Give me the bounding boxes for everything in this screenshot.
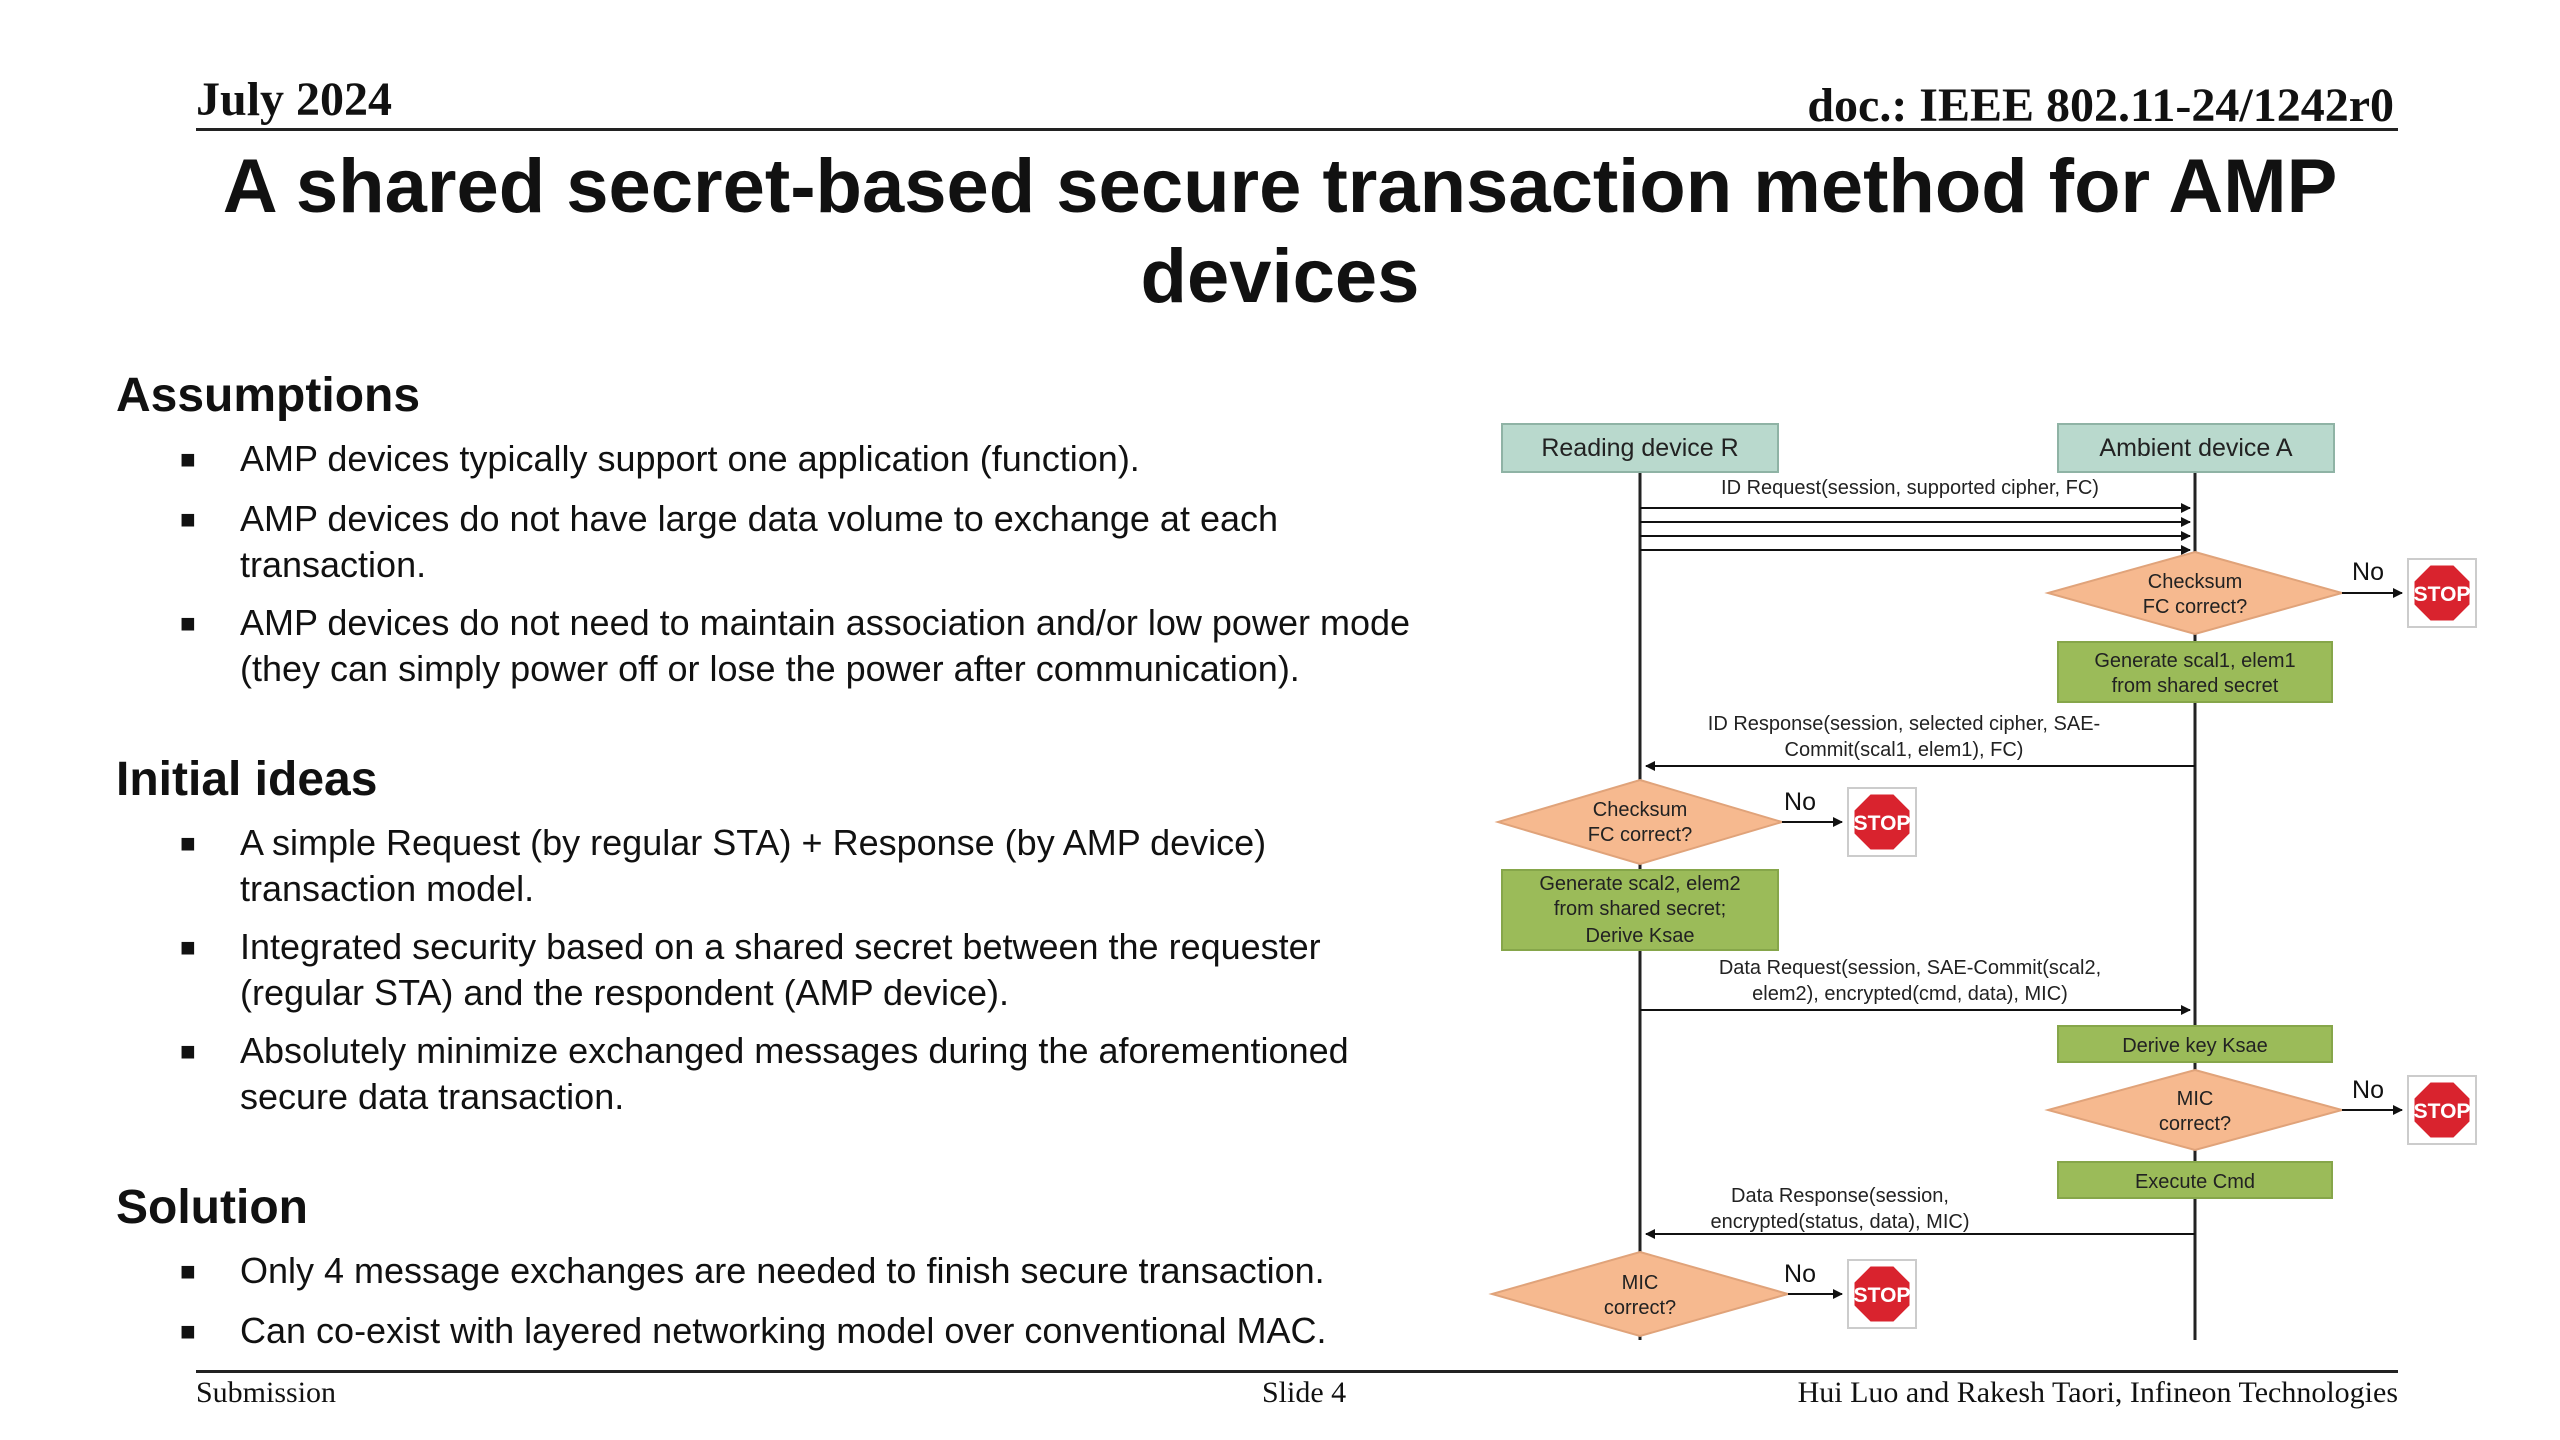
execute-cmd-box: Execute Cmd [2057, 1161, 2333, 1199]
bullet-text: Absolutely minimize exchanged messages d… [240, 1030, 1349, 1117]
footer-authors: Hui Luo and Rakesh Taori, Infineon Techn… [1797, 1376, 2398, 1409]
header-divider [196, 128, 2398, 131]
footer-divider [196, 1370, 2398, 1373]
svg-text:FC correct?: FC correct? [2143, 596, 2247, 618]
bullet-text: Can co-exist with layered networking mod… [240, 1310, 1327, 1351]
svg-text:Checksum: Checksum [1593, 799, 1687, 821]
section-heading-solution: Solution [116, 1181, 308, 1234]
svg-text:STOP: STOP [1854, 1284, 1911, 1307]
bullet-text: AMP devices typically support one applic… [240, 438, 1140, 479]
svg-text:Generate scal2, elem2: Generate scal2, elem2 [1539, 873, 1740, 895]
bullet-icon: ■ [180, 504, 196, 534]
ambient-device-label: Ambient device A [2099, 434, 2292, 462]
svg-text:Derive Ksae: Derive Ksae [1586, 925, 1695, 947]
reader-device-box: Reading device R [1501, 423, 1779, 473]
svg-text:STOP: STOP [1854, 812, 1911, 835]
msg-id-response-label: Commit(scal1, elem1), FC) [1785, 739, 2024, 761]
svg-text:MIC: MIC [1622, 1272, 1659, 1294]
bullet-icon: ■ [180, 828, 196, 858]
header-doc-id: doc.: IEEE 802.11-24/1242r0 [1807, 79, 2394, 132]
generate-scal1-box: Generate scal1, elem1 from shared secret [2057, 641, 2333, 703]
svg-text:Checksum: Checksum [2148, 571, 2242, 593]
bullet-text: Integrated security based on a shared se… [240, 926, 1321, 1013]
svg-text:correct?: correct? [2159, 1113, 2231, 1135]
checksum-decision-reader: Checksum FC correct? [1494, 778, 1786, 866]
svg-text:MIC: MIC [2177, 1088, 2214, 1110]
svg-text:Derive key Ksae: Derive key Ksae [2122, 1035, 2268, 1057]
checksum-decision-ambient: Checksum FC correct? [2044, 550, 2346, 636]
no-label: No [2352, 558, 2384, 586]
svg-text:STOP: STOP [2414, 1100, 2471, 1123]
footer-slide-number: Slide 4 [1262, 1376, 1347, 1409]
msg-data-response-label: Data Response(session, [1731, 1185, 1949, 1207]
svg-text:from shared secret: from shared secret [2112, 675, 2279, 697]
stop-sign-icon: STOP [2406, 557, 2478, 629]
no-label: No [2352, 1076, 2384, 1104]
bullet-icon: ■ [180, 608, 196, 638]
svg-text:Execute Cmd: Execute Cmd [2135, 1171, 2255, 1193]
footer-submission: Submission [196, 1376, 337, 1409]
bullet-text: AMP devices do not have large data volum… [240, 498, 1279, 585]
mic-decision-ambient: MIC correct? [2044, 1068, 2346, 1152]
reader-device-label: Reading device R [1541, 434, 1738, 462]
stop-sign-icon: STOP [2406, 1074, 2478, 1146]
bullet-icon: ■ [180, 1316, 196, 1346]
no-label: No [1784, 1260, 1816, 1288]
svg-text:Generate scal1, elem1: Generate scal1, elem1 [2094, 650, 2295, 672]
msg-data-request-label: Data Request(session, SAE-Commit(scal2, [1719, 957, 2101, 979]
stop-sign-icon: STOP [1846, 786, 1918, 858]
svg-text:STOP: STOP [2414, 583, 2471, 606]
bullet-icon: ■ [180, 1036, 196, 1066]
sequence-diagram: Reading device R Ambient device A ID Req… [1488, 423, 2478, 1340]
msg-id-response-label: ID Response(session, selected cipher, SA… [1708, 713, 2100, 735]
svg-text:from shared secret;: from shared secret; [1554, 898, 1726, 920]
derive-key-box: Derive key Ksae [2057, 1025, 2333, 1063]
header-date: July 2024 [196, 73, 393, 126]
ambient-device-box: Ambient device A [2057, 423, 2335, 473]
bullet-icon: ■ [180, 932, 196, 962]
bullet-icon: ■ [180, 1256, 196, 1286]
msg-id-request-label: ID Request(session, supported cipher, FC… [1721, 477, 2099, 499]
section-heading-assumptions: Assumptions [116, 369, 421, 422]
no-label: No [1784, 788, 1816, 816]
bullet-text: AMP devices do not need to maintain asso… [240, 602, 1411, 689]
bullet-text: Only 4 message exchanges are needed to f… [240, 1250, 1325, 1291]
generate-scal2-box: Generate scal2, elem2 from shared secret… [1501, 869, 1779, 951]
mic-decision-reader: MIC correct? [1488, 1250, 1792, 1338]
msg-data-request-label: elem2), encrypted(cmd, data), MIC) [1752, 983, 2068, 1005]
slide-title: A shared secret-based secure transaction… [222, 144, 2338, 319]
section-heading-initial-ideas: Initial ideas [116, 753, 378, 806]
bullet-icon: ■ [180, 444, 196, 474]
svg-text:FC correct?: FC correct? [1588, 824, 1692, 846]
bullet-text: A simple Request (by regular STA) + Resp… [240, 822, 1267, 909]
msg-data-response-label: encrypted(status, data), MIC) [1711, 1211, 1970, 1233]
stop-sign-icon: STOP [1846, 1258, 1918, 1330]
svg-text:correct?: correct? [1604, 1297, 1676, 1319]
